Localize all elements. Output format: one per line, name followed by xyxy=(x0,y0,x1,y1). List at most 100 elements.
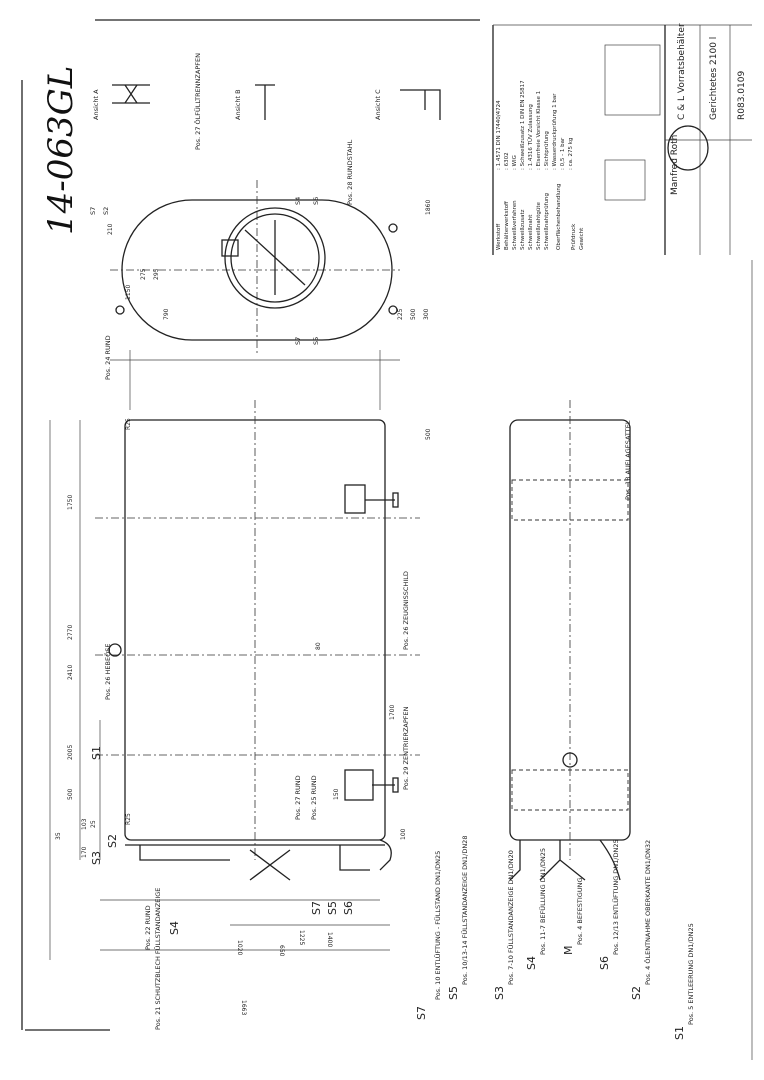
label-pos18: Pos. 18 AUFLAGESATTEL xyxy=(624,420,632,500)
label-s4: S4 xyxy=(168,921,181,935)
drawing-number: R083.0109 xyxy=(737,71,747,120)
label-s2-end: S2 xyxy=(102,207,110,215)
svg-text:Pos. 5 ENTLEERUNG DN1/DN25: Pos. 5 ENTLEERUNG DN1/DN25 xyxy=(687,923,695,1025)
title-block: Werkstoff Behälterwerkstoff Schweißverfa… xyxy=(492,23,752,255)
svg-text:S4: S4 xyxy=(525,956,538,970)
dim: 500 xyxy=(410,308,417,320)
dim: 1150 xyxy=(125,285,132,300)
dim: 500 xyxy=(67,788,74,800)
dim: 35 xyxy=(55,832,62,840)
label-pos26-schild: Pos. 26 ZEUGNISSCHILD xyxy=(402,571,410,650)
ansicht-a-label: Ansicht A xyxy=(92,89,100,120)
dim: R25 xyxy=(125,813,132,825)
dim: 1020 xyxy=(236,940,243,955)
svg-text:S6: S6 xyxy=(598,956,611,970)
svg-text:Pos. 4 BEFESTIGUNG: Pos. 4 BEFESTIGUNG xyxy=(576,877,584,945)
dim: 2770 xyxy=(67,625,74,640)
label-pos25: Pos. 25 RUND xyxy=(310,775,318,820)
label-pos24-rund: Pos. 24 RUND xyxy=(104,335,112,380)
detail-weld-symbol xyxy=(112,84,150,104)
dim: 100 xyxy=(400,828,407,840)
svg-text:S5: S5 xyxy=(447,986,460,1000)
tank-bottom-view xyxy=(509,400,631,881)
tank-end-view xyxy=(110,180,400,410)
label-s4-end: S4 xyxy=(294,197,302,205)
drawing-description: Gerichtetes 2100 l xyxy=(709,37,719,120)
label-s5: S5 xyxy=(326,901,339,915)
label-pos28: Pos. 28 RUNDSTAHL xyxy=(346,139,354,205)
ansicht-b-label: Ansicht B xyxy=(234,89,242,120)
svg-text:Gewicht: Gewicht xyxy=(579,227,585,250)
svg-text:Schweißnaht: Schweißnaht xyxy=(528,214,534,250)
dim: 295 xyxy=(153,268,160,280)
svg-text:Schweißnahtprüfung: Schweißnahtprüfung xyxy=(544,193,550,250)
svg-text:Schweißzusatz: Schweißzusatz xyxy=(520,209,526,250)
project-title: C & L Vorratsbehälter xyxy=(677,23,687,120)
svg-text:Pos. 4 ÖLENTNAHME OBERKANTE DN: Pos. 4 ÖLENTNAHME OBERKANTE DN1/DN32 xyxy=(643,840,652,985)
label-pos27b: Pos. 27 RUND xyxy=(294,775,302,820)
svg-text:Pos. 10 ENTLÜFTUNG - FÜLLSTAND: Pos. 10 ENTLÜFTUNG - FÜLLSTAND DN1/DN25 xyxy=(433,851,442,1000)
svg-text:Pos. 11-7 BEFÜLLUNG DN1/DN25: Pos. 11-7 BEFÜLLUNG DN1/DN25 xyxy=(538,848,547,955)
label-s7-end-b: S7 xyxy=(89,207,97,215)
dim: 650 xyxy=(278,945,285,957)
dim: 1860 xyxy=(425,200,432,215)
svg-text:S7: S7 xyxy=(415,1006,428,1020)
dim: 1400 xyxy=(326,932,333,947)
svg-text:S2: S2 xyxy=(630,986,643,1000)
svg-text:S3: S3 xyxy=(493,986,506,1000)
dim: 275 xyxy=(140,268,147,280)
label-s7-end: S7 xyxy=(294,337,302,345)
dim: 150 xyxy=(333,788,340,800)
dim: 225 xyxy=(397,308,404,320)
svg-text:Schweißnahtgüte: Schweißnahtgüte xyxy=(536,201,542,250)
dim: 2005 xyxy=(67,745,74,760)
dim: 210 xyxy=(107,223,114,235)
company-name: Manfred Roth xyxy=(670,135,680,195)
svg-text:Prüfdruck: Prüfdruck xyxy=(571,223,577,250)
dim: 790 xyxy=(163,308,170,320)
svg-text:Oberflächenbehandlung: Oberflächenbehandlung xyxy=(556,184,562,250)
svg-text:Pos. 12/13 ENTLÜFTUNG DN1/DN25: Pos. 12/13 ENTLÜFTUNG DN1/DN25 xyxy=(611,839,620,955)
dim: 1225 xyxy=(298,930,305,945)
dim: 103 xyxy=(81,818,88,830)
dim: R25 xyxy=(125,418,132,430)
svg-text:: Eisenfreie Vorsicht Klasse 1: : Eisenfreie Vorsicht Klasse 1 xyxy=(536,91,542,170)
handwritten-drawing-id: 14-063GL xyxy=(41,66,81,235)
label-pos22: Pos. 22 RUND xyxy=(144,905,152,950)
dim: 1700 xyxy=(389,705,396,720)
dim: 2410 xyxy=(67,665,74,680)
svg-text:M: M xyxy=(562,946,575,956)
svg-text:Pos. 10/13-14 FÜLLSTANDANZEIGE: Pos. 10/13-14 FÜLLSTANDANZEIGE DN1/DN28 xyxy=(460,836,469,985)
svg-text:Schweißverfahren: Schweißverfahren xyxy=(512,200,518,250)
dim: 170 xyxy=(81,846,88,858)
dim: 1750 xyxy=(67,495,74,510)
svg-text:Behälterwerkstoff: Behälterwerkstoff xyxy=(504,201,510,250)
dim: 300 xyxy=(423,308,430,320)
label-s1: S1 xyxy=(90,746,103,760)
dim: 25 xyxy=(90,820,97,828)
label-pos21: Pos. 21 SCHUTZBLECH FÜLLSTANDANZEIGE xyxy=(153,888,162,1030)
svg-text:: Sichtprüfung: : Sichtprüfung xyxy=(544,131,550,170)
label-pos29: Pos. 29 ZENTRIERZAPFEN xyxy=(402,706,410,790)
svg-text:Pos. 7-10 FÜLLSTANDANZEIGE DN1: Pos. 7-10 FÜLLSTANDANZEIGE DN1/DN20 xyxy=(506,850,515,985)
label-s2: S2 xyxy=(106,834,119,848)
dim: 500 xyxy=(425,428,432,440)
svg-text:: WIG: : WIG xyxy=(512,155,518,170)
detail-profile-2 xyxy=(400,89,441,120)
svg-text:Werkstoff: Werkstoff xyxy=(496,224,502,250)
label-s6-end: S6 xyxy=(312,197,320,205)
ansicht-c-label: Ansicht C xyxy=(374,89,382,120)
svg-text:: 1.4571 DIN 17440/4724: : 1.4571 DIN 17440/4724 xyxy=(496,100,502,170)
tank-side-view xyxy=(49,400,420,960)
svg-text:: 1.4316 TÜV Zulassung: : 1.4316 TÜV Zulassung xyxy=(527,104,534,170)
svg-text:: ca. 275 kg: : ca. 275 kg xyxy=(568,138,574,170)
label-s5-end: S5 xyxy=(312,337,320,345)
dimension-labels: 35 2770 2410 1750 2005 500 103 25 170 R2… xyxy=(55,200,432,1016)
connection-legend: S7 Pos. 10 ENTLÜFTUNG - FÜLLSTAND DN1/DN… xyxy=(415,836,695,1040)
dim: 1663 xyxy=(240,1000,247,1015)
svg-text:: 0,5 - 1 bar: : 0,5 - 1 bar xyxy=(560,137,566,170)
label-pos27-oel: Pos. 27 ÖLFÜLLTRENNZAPFEN xyxy=(193,53,202,150)
dim: 80 xyxy=(315,642,322,650)
label-s3: S3 xyxy=(90,851,103,865)
